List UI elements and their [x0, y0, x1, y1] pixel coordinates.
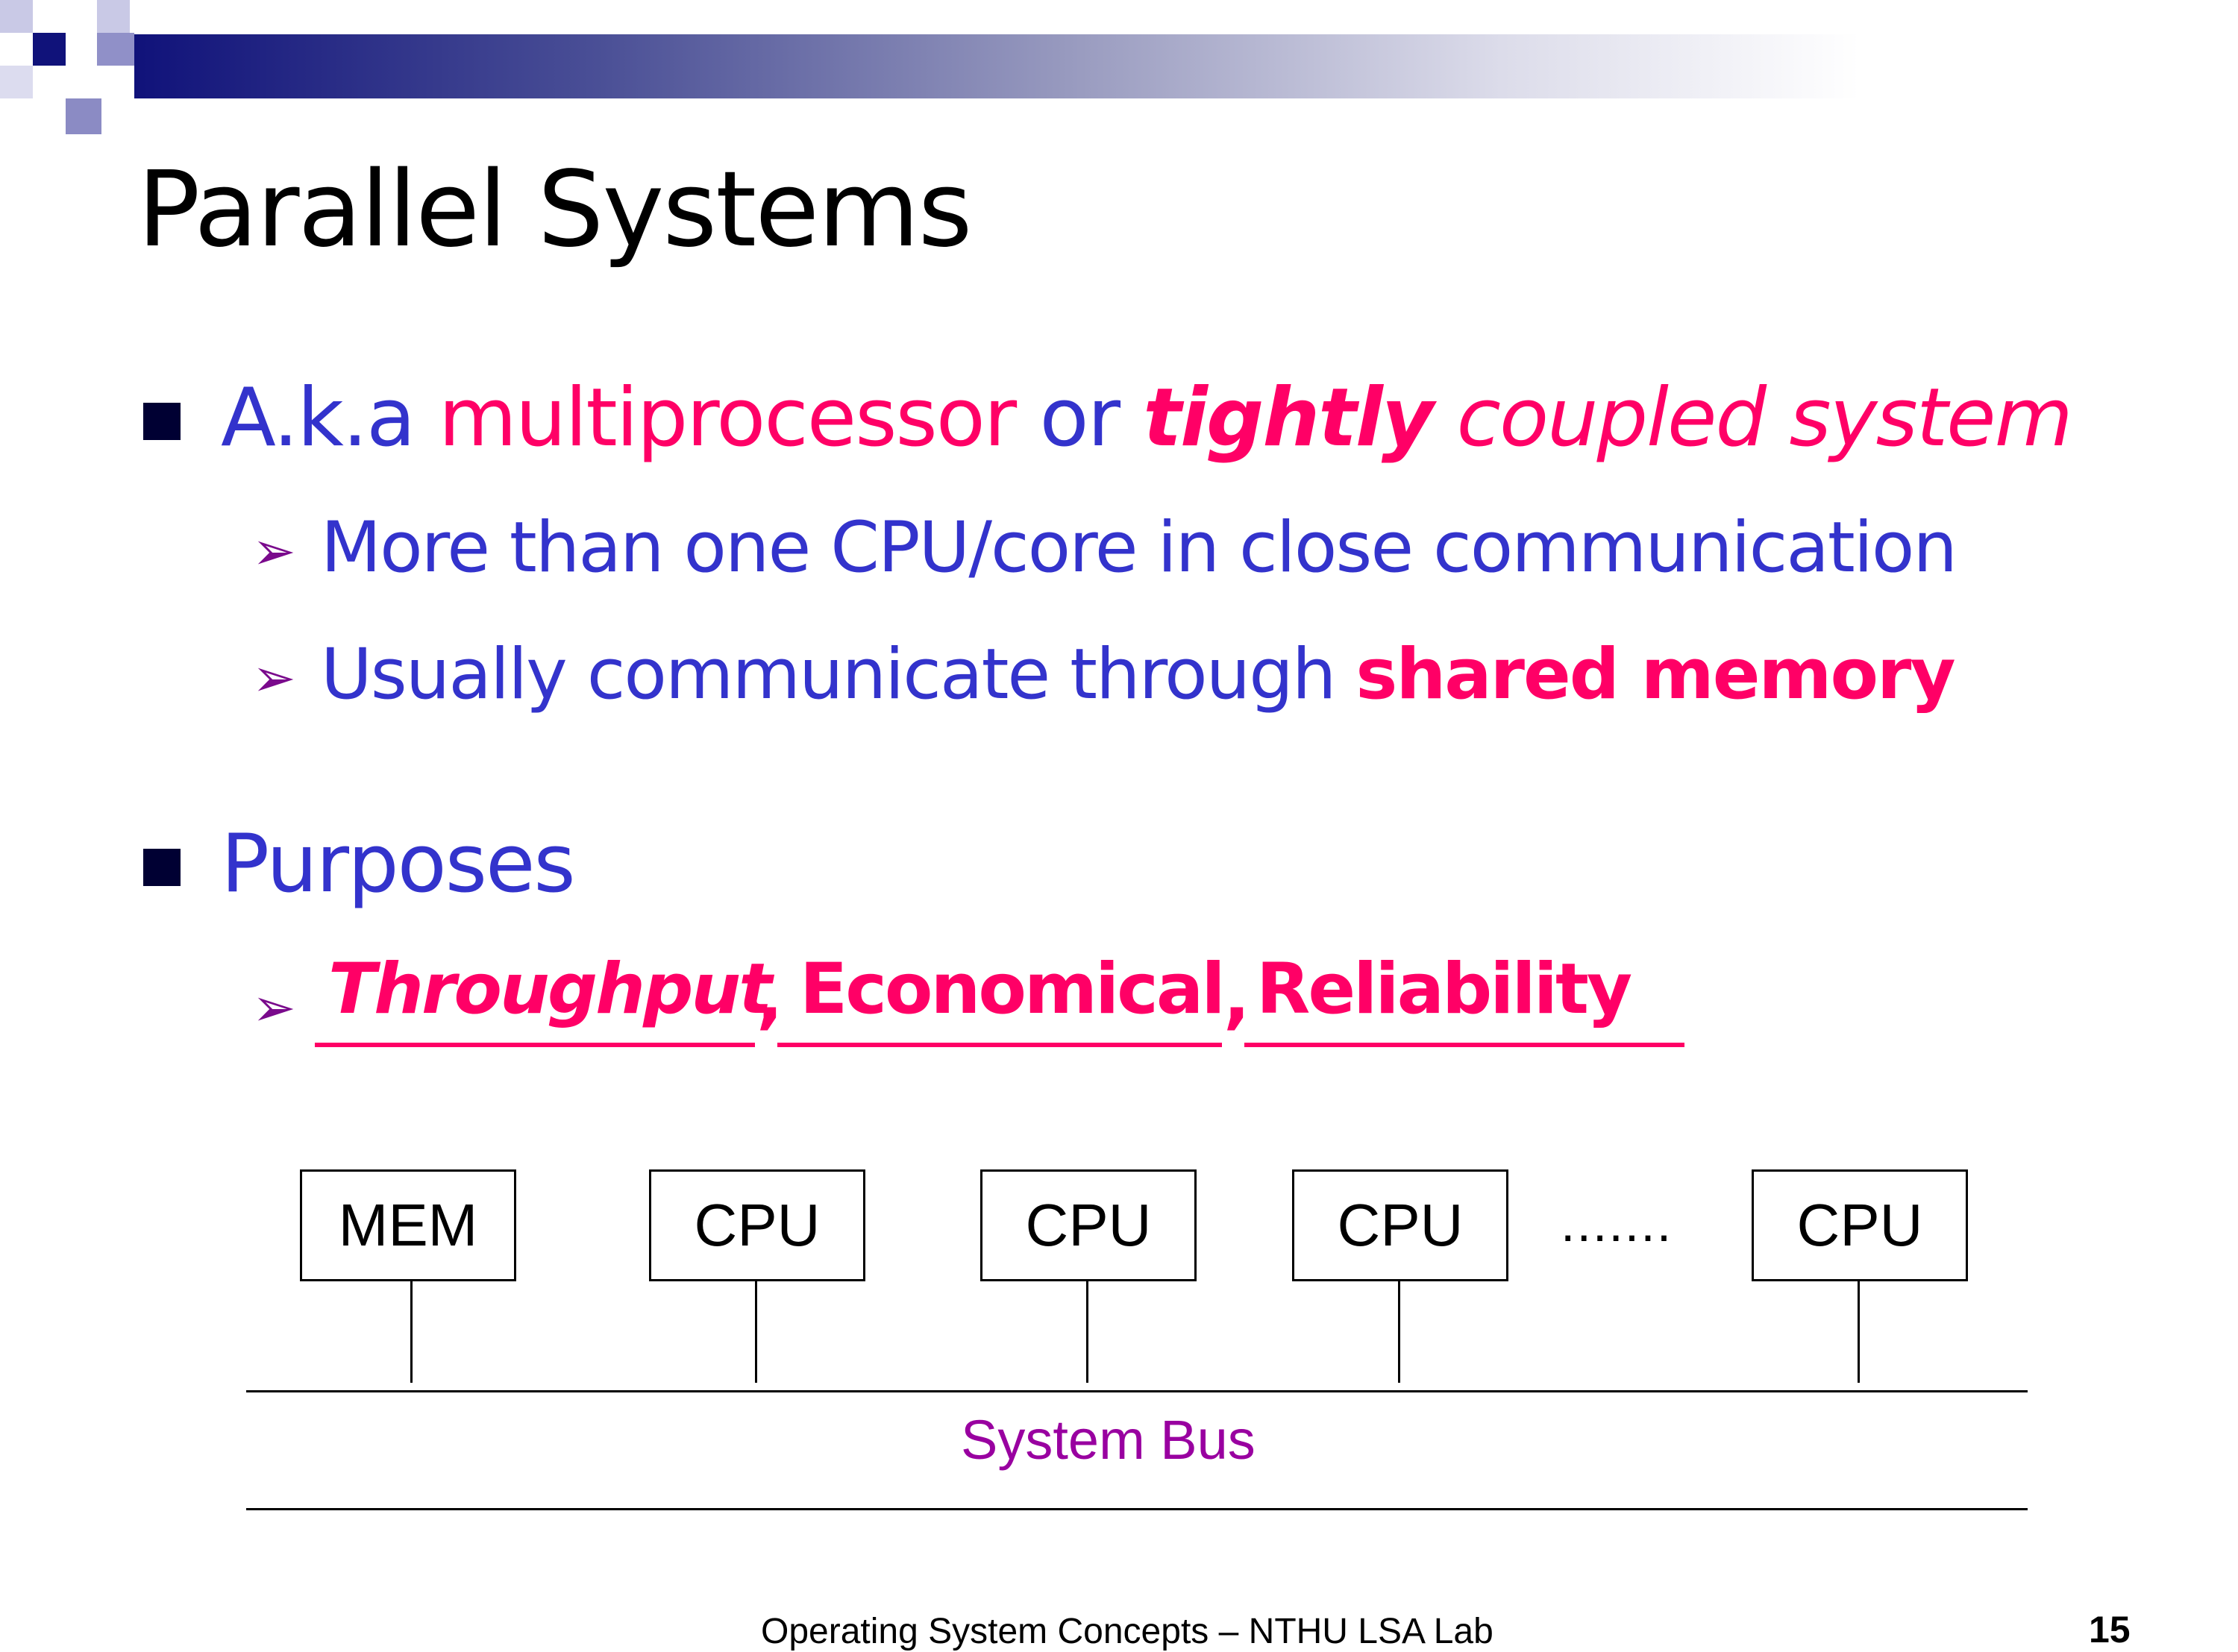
- mem-box: MEM: [300, 1169, 516, 1281]
- bullet-aka: A.k.a multiprocessor or tightly coupled …: [221, 371, 2073, 465]
- purpose-throughput: Throughput: [328, 949, 772, 1030]
- cpu-box: CPU: [1292, 1169, 1508, 1281]
- cpu-box: CPU: [1752, 1169, 1968, 1281]
- slide-title: Parallel Systems: [137, 149, 973, 271]
- purpose-economical: Economical: [800, 949, 1226, 1030]
- purpose-separator: ,: [756, 956, 783, 1037]
- blank-line-3: [1244, 1043, 1684, 1047]
- purpose-reliability: Reliability: [1256, 949, 1632, 1030]
- connector-line: [410, 1281, 413, 1383]
- aka-multiprocessor: multiprocessor: [438, 371, 1018, 465]
- arrow-bullet-icon: ➢: [252, 647, 296, 709]
- bullet-square-icon: [143, 849, 181, 886]
- arrow-bullet-icon: ➢: [252, 521, 296, 582]
- bullet-purposes: Purposes: [221, 817, 576, 911]
- aka-or: or: [1015, 371, 1144, 465]
- ellipsis: .......: [1561, 1194, 1673, 1252]
- shared-memory-prefix: Usually communicate through: [321, 634, 1356, 715]
- cpu-box: CPU: [649, 1169, 865, 1281]
- blank-line-1: [315, 1043, 755, 1047]
- connector-line: [1858, 1281, 1860, 1383]
- connector-line: [1086, 1281, 1088, 1383]
- connector-line: [1398, 1281, 1400, 1383]
- cpu-box: CPU: [980, 1169, 1197, 1281]
- aka-prefix: A.k.a: [221, 371, 439, 465]
- sub-bullet-shared-memory: Usually communicate through shared memor…: [321, 634, 1956, 715]
- aka-coupled-system: coupled system: [1432, 371, 2073, 465]
- bus-top-line: [246, 1390, 2028, 1392]
- bus-bottom-line: [246, 1508, 2028, 1510]
- page-number: 15: [2089, 1609, 2131, 1651]
- system-bus-label: System Bus: [961, 1409, 1256, 1471]
- aka-tightly: tightly: [1143, 371, 1434, 465]
- footer-text: Operating System Concepts – NTHU LSA Lab: [761, 1612, 1493, 1651]
- blank-line-2: [777, 1043, 1222, 1047]
- bullet-square-icon: [143, 403, 181, 440]
- purpose-separator: ,: [1223, 956, 1250, 1037]
- connector-line: [755, 1281, 757, 1383]
- arrow-bullet-icon: ➢: [252, 977, 296, 1038]
- shared-memory-highlight: shared memory: [1355, 634, 1955, 715]
- sub-bullet-close-communication: More than one CPU/core in close communic…: [321, 507, 1958, 588]
